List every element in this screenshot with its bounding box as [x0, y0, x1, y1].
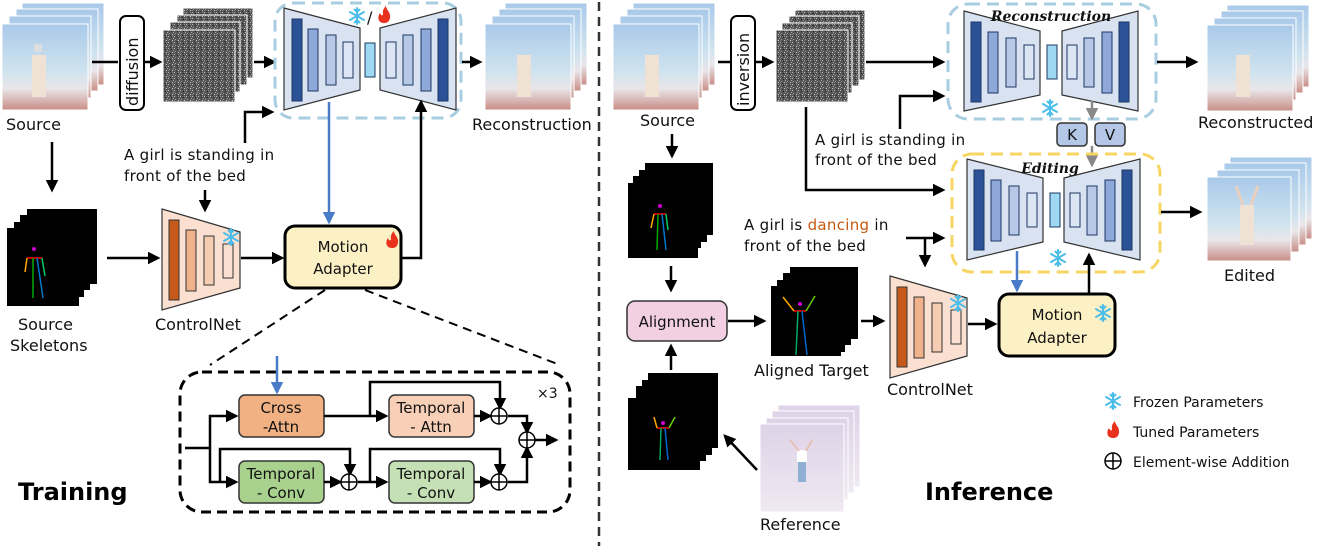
inference-edit-prompt-line1: A girl is dancing in: [744, 216, 889, 234]
inference-source-label: Source: [640, 111, 695, 130]
unet-denoiser: [283, 7, 457, 111]
cross-attn-label-line1: Cross: [260, 399, 301, 417]
reconstructed-label: Reconstructed: [1198, 113, 1313, 132]
circled-plus-icon: [340, 473, 358, 491]
circled-plus-icon: [490, 407, 508, 425]
temporal-conv-2-label-line2: - Conv: [407, 484, 455, 502]
legend-label-tuned: Tuned Parameters: [1132, 425, 1259, 441]
circled-plus-icon: [518, 431, 536, 449]
reconstruction-video-frames: [484, 2, 588, 111]
aligned-target-label: Aligned Target: [754, 361, 869, 380]
circled-plus-icon: [490, 473, 508, 491]
prompt-highlight-word: dancing: [808, 216, 870, 234]
snowflake-icon: [349, 7, 365, 25]
source-skeletons-label-line1: Source: [18, 315, 73, 334]
inference-motion-adapter-label-line1: Motion: [1032, 306, 1083, 324]
prompt-suffix: in: [869, 216, 888, 234]
arrow-reference-to-skeleton: [723, 434, 758, 471]
source-label: Source: [6, 115, 61, 134]
circled-plus-icon: [1104, 452, 1122, 470]
editing-branch: [950, 152, 1162, 274]
value-box: [1094, 122, 1126, 147]
key-label: K: [1067, 126, 1078, 144]
key-box: [1056, 122, 1088, 147]
cross-attn-label-line2: -Attn: [263, 418, 299, 436]
training-title: Training: [18, 478, 128, 506]
arrow-src-prompt-to-recon: [898, 89, 946, 129]
motion-adapter-label-line1: Motion: [318, 238, 369, 256]
controlnet-training: [161, 208, 241, 311]
arrow-prompt-to-unet: [243, 105, 275, 143]
training-panel: Source diffusion /: [1, 1, 592, 514]
reconstruction-unet: [963, 10, 1139, 112]
source-skeleton-frames: [7, 209, 97, 306]
prompt-line-1: A girl is standing in: [124, 146, 274, 164]
controlnet-label: ControlNet: [155, 315, 241, 334]
inference-panel: Source inversion A girl is standing in f…: [612, 2, 1313, 534]
zoom-guide-right: [364, 289, 561, 366]
flame-icon: [378, 6, 391, 23]
aligned-target-frames: [771, 267, 858, 356]
inversion-box: [730, 15, 756, 111]
reconstruction-branch-title: Reconstruction: [990, 9, 1111, 25]
reference-skeleton-frames: [628, 373, 718, 470]
reconstruction-label: Reconstruction: [472, 115, 592, 134]
reconstructed-video-frames: [1206, 4, 1310, 112]
source-video-frames: [1, 2, 105, 111]
slash-separator: /: [367, 8, 373, 27]
arrow-noise-to-edit-unet: [804, 107, 946, 197]
inference-source-skeleton-frames: [628, 163, 713, 258]
temporal-attn-label-line2: - Attn: [410, 418, 451, 436]
prompt-prefix: A girl is: [744, 216, 808, 234]
edited-video-frames: [1206, 156, 1313, 262]
inference-controlnet-label: ControlNet: [887, 380, 973, 399]
temporal-conv-1-label-line2: - Conv: [257, 484, 305, 502]
inference-src-prompt-line1: A girl is standing in: [815, 131, 965, 149]
reference-video-frames: [759, 404, 861, 513]
controlnet-inference: [889, 275, 968, 379]
arrow-adapter-to-unet: [401, 99, 428, 260]
inference-src-prompt-line2: front of the bed: [815, 151, 937, 169]
snowflake-icon: [1105, 392, 1121, 410]
editing-unet: [966, 158, 1141, 261]
flame-icon: [1107, 421, 1120, 438]
inverted-noise-latents: [775, 9, 866, 103]
legend: Frozen Parameters Tuned Parameters Eleme…: [1104, 392, 1290, 471]
legend-label-addition: Element-wise Addition: [1133, 455, 1290, 471]
source-skeletons-label-line2: Skeletons: [10, 336, 88, 355]
snowflake-icon: [1050, 249, 1066, 267]
value-label: V: [1105, 126, 1116, 144]
inference-source-frames: [612, 2, 716, 111]
noise-latents: [162, 7, 254, 103]
reference-label: Reference: [760, 515, 841, 534]
reconstruction-branch: [946, 2, 1158, 121]
alignment-box: [626, 300, 728, 342]
temporal-conv-2-label-line1: Temporal: [396, 465, 466, 483]
diffusion-label: diffusion: [123, 38, 142, 106]
editing-branch-title: Editing: [1020, 161, 1079, 177]
unet-frozen-region: [273, 1, 463, 120]
motion-adapter-inference: [997, 292, 1117, 358]
temporal-attn-label-line1: Temporal: [396, 399, 466, 417]
inversion-label: inversion: [734, 33, 753, 106]
alignment-label: Alignment: [639, 313, 716, 331]
motion-adapter-label-line2: Adapter: [313, 260, 373, 278]
adapter-detail-connections: [185, 380, 559, 489]
inference-edit-prompt-line2: front of the bed: [744, 237, 866, 255]
temporal-conv-1-label-line1: Temporal: [246, 465, 316, 483]
motion-adapter-training: [283, 224, 403, 290]
prompt-line-2: front of the bed: [124, 167, 246, 185]
inference-motion-adapter-label-line2: Adapter: [1027, 329, 1087, 347]
edited-label: Edited: [1224, 266, 1275, 285]
snowflake-icon: [1042, 99, 1058, 117]
repeat-label: ×3: [537, 386, 558, 402]
legend-label-frozen: Frozen Parameters: [1133, 395, 1263, 411]
inference-title: Inference: [925, 478, 1053, 506]
diffusion-box: [119, 15, 145, 111]
zoom-guide-left: [209, 289, 326, 366]
